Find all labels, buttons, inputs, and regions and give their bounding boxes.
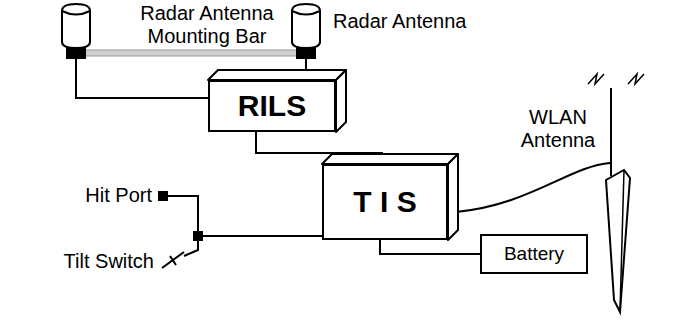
battery-box: Battery xyxy=(480,234,588,274)
part-label: WLAN Antenna xyxy=(521,106,596,151)
box-face xyxy=(448,154,458,240)
box-text: T I S xyxy=(353,185,416,219)
part-label: Hit Port xyxy=(85,184,152,206)
part-label: Radar Antenna xyxy=(333,10,513,33)
mounting-bar xyxy=(84,50,298,56)
part-label: Radar Antenna Mounting Bar xyxy=(140,2,273,47)
box-text: RILS xyxy=(238,89,306,123)
antenna-mount xyxy=(66,47,86,59)
sensor-wire xyxy=(203,235,322,237)
box-face xyxy=(336,70,346,132)
tilt-switch-symbol xyxy=(162,252,184,268)
radar-antenna xyxy=(62,4,90,48)
wlan-antenna-stake-edge xyxy=(620,170,624,312)
part-label: WLAN Antenna xyxy=(510,106,606,152)
signal-mark xyxy=(628,74,644,84)
part-label: Hit Port xyxy=(40,184,152,207)
cable xyxy=(256,132,382,154)
radar-antenna xyxy=(292,4,320,48)
junction xyxy=(193,231,203,241)
cable xyxy=(380,240,480,254)
radar-antenna-rim xyxy=(62,11,90,15)
wlan-antenna-mast xyxy=(610,88,612,176)
part-label: Radar Antenna xyxy=(333,10,466,32)
box-face xyxy=(322,154,458,164)
wlan-antenna-stake xyxy=(606,170,630,312)
box-text: Battery xyxy=(504,243,564,265)
antenna-wire xyxy=(76,59,208,98)
part-label: Radar Antenna Mounting Bar xyxy=(112,2,302,48)
hit-port-wire xyxy=(168,196,198,236)
signal-mark xyxy=(588,74,604,84)
module-box: RILS xyxy=(208,80,336,132)
antenna-mount xyxy=(296,47,316,59)
hit-port xyxy=(158,191,168,201)
radar-antenna-rim xyxy=(292,11,320,15)
box-face xyxy=(208,70,346,80)
wlan-cable xyxy=(456,163,610,212)
part-label: Tilt Switch xyxy=(64,250,154,272)
part-label: Tilt Switch xyxy=(30,250,154,273)
module-box: T I S xyxy=(322,164,448,240)
